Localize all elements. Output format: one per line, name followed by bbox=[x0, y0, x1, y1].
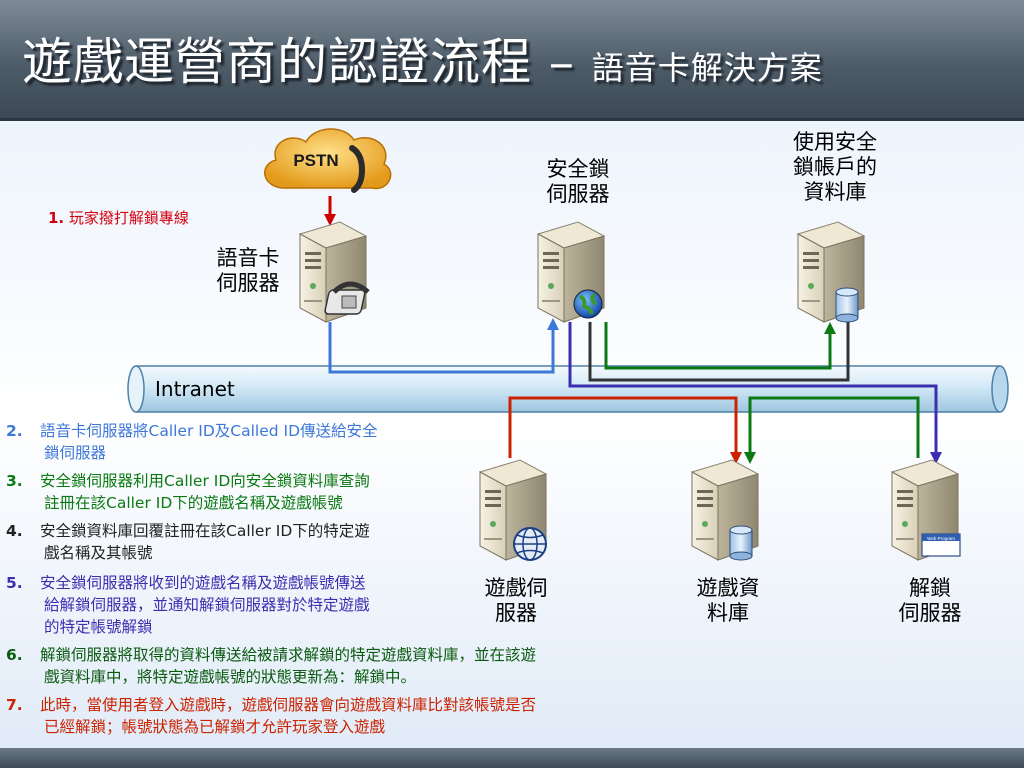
step2-arrowhead bbox=[547, 318, 559, 330]
game-database-server-icon bbox=[691, 459, 759, 561]
step-1-number: 1. bbox=[48, 209, 65, 227]
unlock-server-label: 解鎖 伺服器 bbox=[878, 576, 982, 626]
database-icon bbox=[835, 287, 859, 323]
step-5-line-3: 的特定帳號解鎖 bbox=[44, 618, 153, 636]
step-5-number: 5. bbox=[6, 574, 23, 592]
title-subtitle: 語音卡解決方案 bbox=[591, 49, 823, 87]
wireframe-globe-icon bbox=[513, 527, 547, 561]
step6-arrowhead bbox=[744, 452, 756, 464]
telephone-icon bbox=[324, 281, 370, 315]
step-6-line-1: 解鎖伺服器將取得的資料傳送給被請求解鎖的特定遊戲資料庫，並在該遊 bbox=[40, 646, 537, 664]
step-2-number: 2. bbox=[6, 422, 23, 440]
step-5-line-2: 給解鎖伺服器，並通知解鎖伺服器對於特定遊戲 bbox=[44, 596, 370, 614]
database-icon bbox=[729, 525, 753, 561]
step-7-line-1: 此時，當使用者登入遊戲時，遊戲伺服器會向遊戲資料庫比對該帳號是否 bbox=[40, 696, 537, 714]
step-1: 1. 玩家撥打解鎖專線 bbox=[48, 207, 189, 228]
step-7-number: 7. bbox=[6, 696, 23, 714]
footer-bar bbox=[0, 748, 1024, 768]
title-main-text: 遊戲運營商的認證流程 bbox=[22, 33, 532, 91]
step7-arrowhead bbox=[730, 452, 742, 464]
step-6-line-2: 戲資料庫中，將特定遊戲帳號的狀態更新為：解鎖中。 bbox=[44, 668, 417, 686]
title-dash: – bbox=[532, 33, 592, 91]
account-db-text: 使用安全 鎖帳戶的 資料庫 bbox=[793, 130, 877, 204]
step7-line bbox=[508, 396, 738, 458]
web-program-label: Web Program bbox=[927, 536, 955, 541]
step-3-line-1: 安全鎖伺服器利用Caller ID向安全鎖資料庫查詢 bbox=[40, 472, 370, 490]
unlock-server-text: 解鎖 伺服器 bbox=[898, 576, 962, 625]
lock-server-label: 安全鎖 伺服器 bbox=[524, 157, 632, 207]
step3-line bbox=[604, 322, 832, 370]
step-3-number: 3. bbox=[6, 472, 23, 490]
intranet-text: Intranet bbox=[155, 377, 235, 401]
page-title: 遊戲運營商的認證流程 – 語音卡解決方案 bbox=[22, 22, 823, 94]
step2-line bbox=[328, 322, 555, 374]
account-db-label: 使用安全 鎖帳戶的 資料庫 bbox=[768, 130, 902, 205]
voice-server-label: 語音卡 伺服器 bbox=[196, 246, 300, 296]
game-server-label: 遊戲伺 服器 bbox=[466, 576, 566, 626]
lock-server-icon bbox=[537, 221, 605, 323]
step-7-line-2: 已經解鎖；帳號狀態為已解鎖才允許玩家登入遊戲 bbox=[44, 718, 386, 736]
step-4-number: 4. bbox=[6, 522, 23, 540]
step5-arrowhead bbox=[930, 452, 942, 464]
step-1-text: 玩家撥打解鎖專線 bbox=[68, 209, 189, 227]
step1-arrowhead bbox=[324, 214, 336, 226]
intranet-bus bbox=[127, 365, 1009, 413]
game-server-icon bbox=[479, 459, 547, 561]
globe-icon bbox=[573, 289, 603, 319]
step-2-line-1: 語音卡伺服器將Caller ID及Called ID傳送給安全 bbox=[40, 422, 378, 440]
step3-arrowhead bbox=[824, 322, 836, 334]
unlock-server-icon: Web Program bbox=[891, 459, 961, 561]
voice-server-text: 語音卡 伺服器 bbox=[216, 246, 280, 295]
step6-line bbox=[748, 396, 920, 458]
pstn-label: PSTN bbox=[293, 151, 338, 170]
step-6-number: 6. bbox=[6, 646, 23, 664]
title-bar: 遊戲運營商的認證流程 – 語音卡解決方案 bbox=[0, 0, 1024, 121]
step-2-line-2: 鎖伺服器 bbox=[44, 444, 107, 462]
lock-server-text: 安全鎖 伺服器 bbox=[546, 157, 610, 206]
handset-icon bbox=[349, 145, 366, 193]
game-server-text: 遊戲伺 服器 bbox=[484, 576, 548, 625]
pstn-cloud: PSTN bbox=[264, 128, 392, 193]
web-program-window-icon: Web Program bbox=[921, 533, 961, 557]
game-db-label: 遊戲資 料庫 bbox=[678, 576, 778, 626]
intranet-label: Intranet bbox=[155, 377, 235, 402]
voice-card-server-icon bbox=[299, 221, 370, 323]
step4-line bbox=[588, 322, 850, 382]
step-4-line-1: 安全鎖資料庫回覆註冊在該Caller ID下的特定遊 bbox=[40, 522, 370, 540]
account-database-server-icon bbox=[797, 221, 865, 323]
step-5-line-1: 安全鎖伺服器將收到的遊戲名稱及遊戲帳號傳送 bbox=[40, 574, 366, 592]
step5-line bbox=[568, 322, 938, 458]
step-4-line-2: 戲名稱及其帳號 bbox=[44, 544, 153, 562]
game-db-text: 遊戲資 料庫 bbox=[696, 576, 760, 625]
step-3-line-2: 註冊在該Caller ID下的遊戲名稱及遊戲帳號 bbox=[44, 494, 343, 512]
